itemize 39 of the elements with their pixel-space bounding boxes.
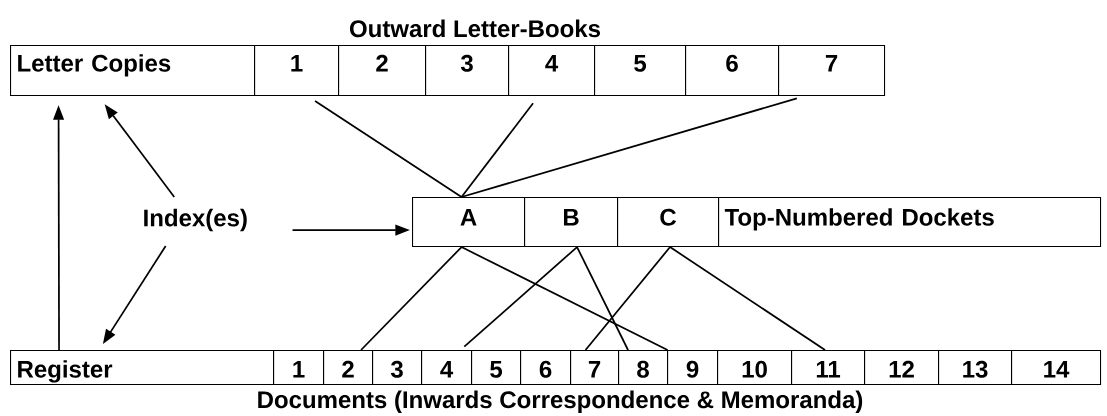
table-cell: 3 xyxy=(372,350,423,386)
table-cell: 5 xyxy=(471,350,522,386)
connector-line xyxy=(360,246,463,351)
table-cell: 12 xyxy=(864,350,940,386)
table-cell: 3 xyxy=(425,45,510,97)
table-cell: 14 xyxy=(1011,350,1102,386)
table-cell: 2 xyxy=(323,350,374,386)
table-cell: 9 xyxy=(667,350,719,386)
table-cell: 7 xyxy=(570,350,620,386)
table-cell: B xyxy=(524,197,619,248)
table-cell: 6 xyxy=(685,45,780,97)
connector-line xyxy=(314,100,463,198)
table-cell: 7 xyxy=(778,45,886,97)
row-caption: Documents (Inwards Correspondence & Memoranda) xyxy=(258,390,863,413)
connector-line xyxy=(463,246,578,348)
row-heading: Outward Letter-Books xyxy=(350,19,600,38)
connector-line xyxy=(460,97,798,198)
connector-line xyxy=(576,246,629,351)
table-cell: 13 xyxy=(938,350,1013,386)
table-cell: Top-Numbered Dockets xyxy=(718,197,1102,248)
connector-line xyxy=(460,246,669,351)
table-cell: 11 xyxy=(791,350,866,386)
table-cell: A xyxy=(412,197,526,248)
table-cell: 5 xyxy=(594,45,687,97)
table-cell: 2 xyxy=(338,45,427,97)
table-cell: 4 xyxy=(508,45,596,97)
table-cell: 1 xyxy=(254,45,340,97)
table-cell: Register xyxy=(10,350,275,386)
table-cell: 6 xyxy=(520,350,572,386)
table-cell: 10 xyxy=(717,350,793,386)
table-cell: 8 xyxy=(618,350,669,386)
table-cell: C xyxy=(617,197,720,248)
connector-line xyxy=(584,246,671,351)
table-cell: Letter Copies xyxy=(10,45,256,97)
connector-line xyxy=(669,246,826,351)
index-label: Index(es) xyxy=(144,208,247,232)
table-cell: 4 xyxy=(421,350,473,386)
table-cell: 1 xyxy=(273,350,325,386)
connector-line xyxy=(460,102,534,198)
